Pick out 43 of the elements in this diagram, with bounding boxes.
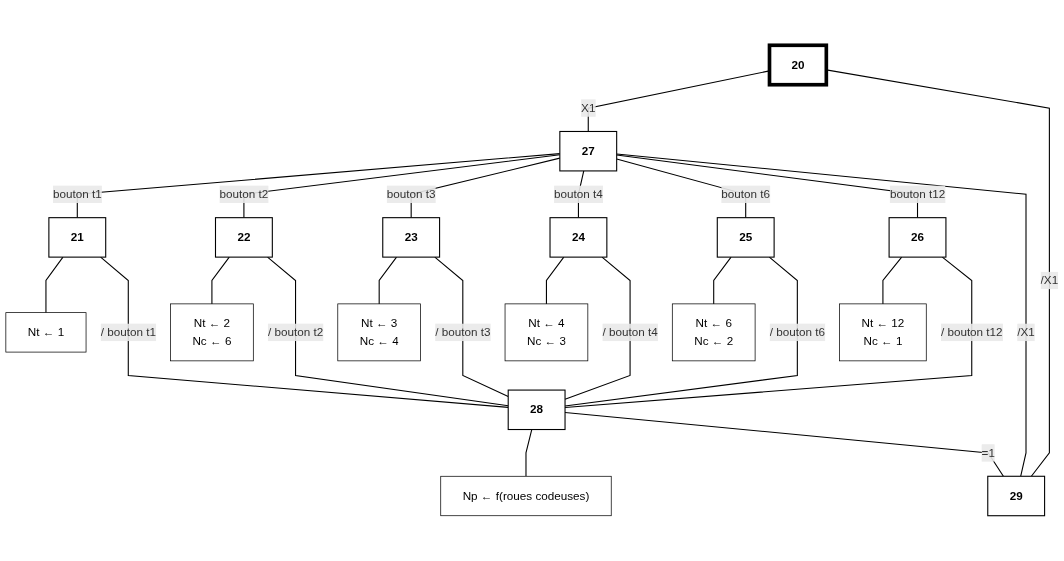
- node-box: 22: [214, 217, 273, 258]
- node-box: 28: [507, 389, 566, 431]
- edge-label: bouton t3: [386, 187, 436, 201]
- edge-label: bouton t2: [219, 187, 269, 201]
- node-box: Nt ← 6 Nc ← 2: [671, 303, 756, 362]
- node-box: Np ← f(roues codeuses): [440, 475, 612, 517]
- node-box: 27: [559, 130, 618, 172]
- node-box: Nt ← 2 Nc ← 6: [170, 303, 254, 362]
- edge-label: bouton t4: [554, 187, 603, 201]
- edge-label: / bouton t1: [100, 325, 156, 339]
- node-box: 23: [382, 217, 441, 258]
- connector: [267, 256, 509, 407]
- edge-label: / bouton t3: [435, 325, 491, 339]
- connector: [713, 256, 732, 305]
- connector: [525, 428, 533, 477]
- node-box: 24: [549, 217, 608, 258]
- connector: [434, 256, 509, 398]
- node-box: Nt ← 3 Nc ← 4: [337, 303, 421, 362]
- node-box: 25: [716, 217, 775, 258]
- edge-label: /X1: [1040, 273, 1059, 287]
- edge-label: X1: [581, 101, 596, 114]
- connector: [100, 256, 509, 408]
- node-box: 21: [48, 217, 107, 258]
- edge-label: bouton t1: [52, 187, 102, 201]
- connector: [882, 256, 903, 305]
- edge-label: / bouton t6: [769, 325, 825, 339]
- node-box: Nt ← 12 Nc ← 1: [839, 303, 927, 362]
- connector: [378, 256, 398, 305]
- node-box: 20: [767, 43, 829, 87]
- edge-label: bouton t6: [721, 187, 771, 201]
- edge-label: / bouton t4: [602, 325, 658, 339]
- node-box: 29: [987, 475, 1046, 517]
- connector: [211, 256, 230, 305]
- edge-label: =1: [981, 446, 995, 459]
- node-box: Nt ← 1: [5, 312, 87, 353]
- node-box: 26: [888, 217, 947, 258]
- edge-label: /X1: [1017, 325, 1035, 339]
- connector: [545, 256, 565, 305]
- edge-label: bouton t12: [889, 187, 946, 201]
- node-box: Nt ← 4 Nc ← 3: [504, 303, 589, 362]
- connector: [45, 256, 64, 314]
- edge-label: / bouton t2: [267, 325, 324, 339]
- edge-label: / bouton t12: [940, 325, 1003, 339]
